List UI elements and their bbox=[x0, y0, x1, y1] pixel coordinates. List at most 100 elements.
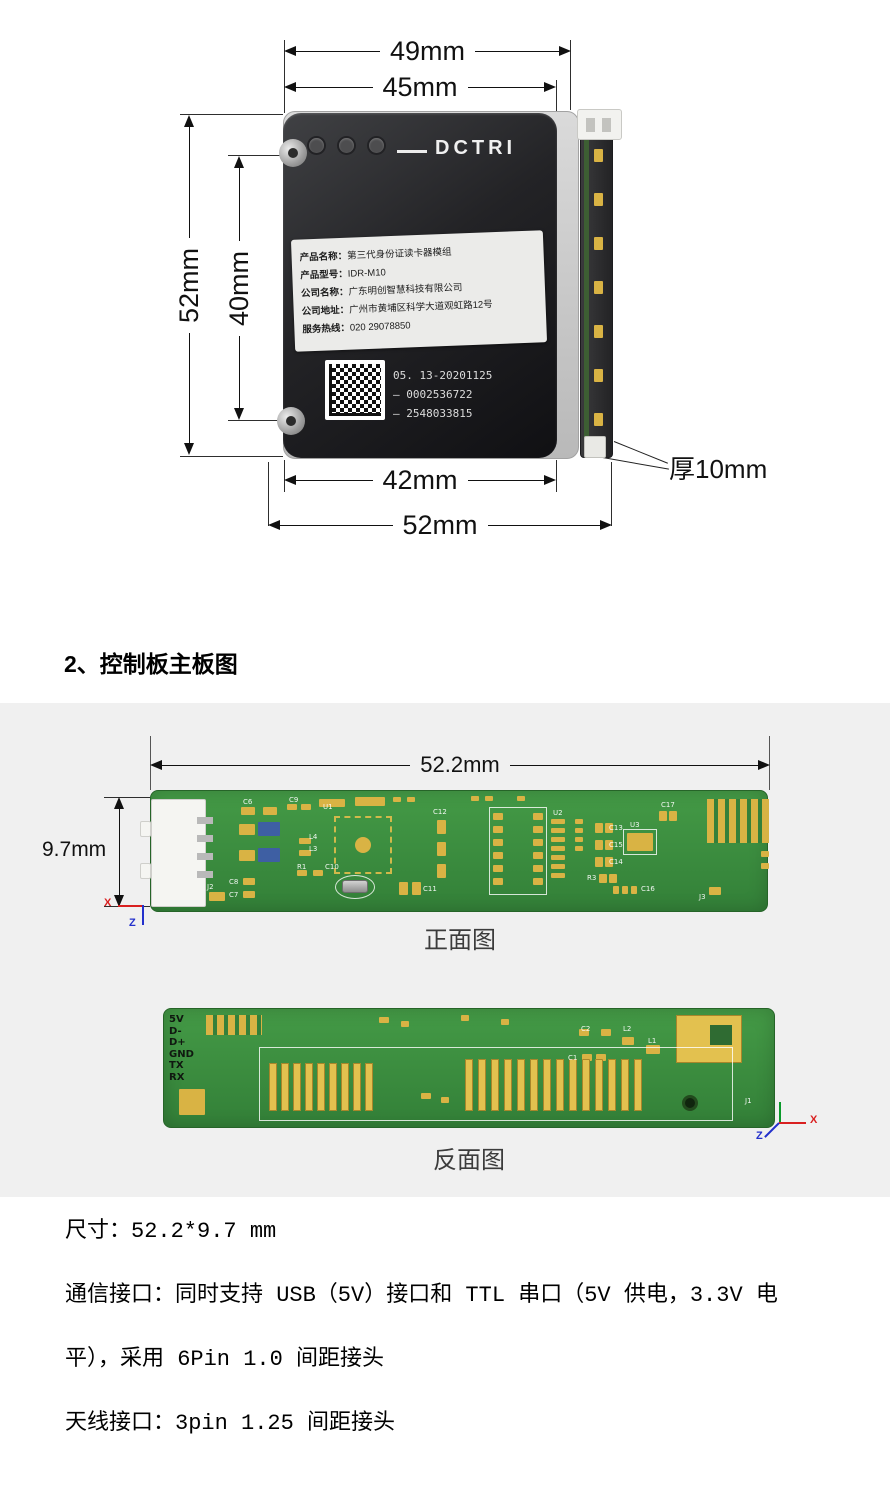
dim-label: 49mm bbox=[390, 36, 466, 66]
brand-dash bbox=[397, 150, 427, 153]
castellated-pad bbox=[530, 1059, 538, 1111]
pcb-pad bbox=[493, 826, 503, 833]
pcb-pad bbox=[599, 874, 607, 883]
dim-label: 52.2mm bbox=[420, 752, 500, 777]
dim-line bbox=[509, 764, 759, 766]
extension-line bbox=[228, 155, 290, 156]
x-axis-label: X bbox=[104, 897, 112, 909]
pcb-pad bbox=[493, 865, 503, 872]
arrowhead bbox=[544, 475, 557, 485]
pcb-pad bbox=[579, 1029, 589, 1036]
pcb-pad bbox=[239, 824, 255, 835]
dim-line bbox=[238, 335, 240, 409]
dim-49mm: 49mm bbox=[284, 36, 572, 66]
pcb-pad bbox=[179, 1089, 205, 1115]
silkscreen-ref: C17 bbox=[661, 801, 675, 809]
pcb-pad bbox=[623, 829, 657, 855]
pcb-pad bbox=[140, 863, 151, 879]
silkscreen-ref: C6 bbox=[243, 798, 253, 806]
castellated-pad bbox=[329, 1063, 337, 1111]
product-label: 产品名称：第三代身份证读卡器模组 产品型号：IDR-M10 公司名称：广东明创智… bbox=[290, 230, 548, 352]
arrowhead bbox=[758, 760, 771, 770]
spec-antenna: 天线接口：3pin 1.25 间距接头 bbox=[65, 1411, 396, 1436]
pcb-pad bbox=[551, 837, 565, 842]
dim-line bbox=[487, 524, 601, 526]
z-axis-label: Z bbox=[129, 917, 136, 929]
pcb-pad bbox=[493, 839, 503, 846]
dim-label: 52mm bbox=[402, 510, 478, 540]
pcb-pad bbox=[258, 848, 280, 862]
pcb-pad bbox=[646, 1045, 660, 1054]
silkscreen-ref: C15 bbox=[609, 841, 623, 849]
label-key: 公司名称： bbox=[300, 286, 349, 300]
pin-label-D+: D+ bbox=[169, 1037, 186, 1048]
castellated-pad bbox=[569, 1059, 577, 1111]
pin-label-GND: GND bbox=[169, 1048, 194, 1060]
dim-line bbox=[296, 86, 373, 88]
castellated-pad bbox=[621, 1059, 629, 1111]
pcb-pad bbox=[206, 1015, 262, 1035]
pcb-edge bbox=[584, 121, 589, 451]
spec-comm-line2: 平），采用 6Pin 1.0 间距接头 bbox=[65, 1347, 385, 1372]
silkscreen-ref: C8 bbox=[229, 878, 239, 886]
pcb-pad bbox=[575, 819, 583, 824]
pcb-pad bbox=[551, 873, 565, 878]
dim-52mm-vertical: 52mm bbox=[174, 115, 204, 456]
dim-line bbox=[475, 50, 560, 52]
extension-line bbox=[284, 40, 285, 113]
silkscreen-ref: R1 bbox=[297, 863, 307, 871]
pcb-pad bbox=[605, 840, 613, 850]
silkscreen-ref: R3 bbox=[587, 874, 597, 882]
pcb-pad bbox=[493, 852, 503, 859]
pcb-pad bbox=[609, 874, 617, 883]
pcb-pad bbox=[595, 823, 603, 833]
extension-line bbox=[556, 80, 557, 113]
dim-line bbox=[238, 168, 240, 241]
connector-slot bbox=[602, 118, 611, 132]
pcb-pad bbox=[151, 799, 206, 907]
dim-line bbox=[467, 86, 545, 88]
extension-line bbox=[104, 797, 150, 798]
pcb-pad bbox=[399, 882, 408, 895]
pcb-pad bbox=[299, 838, 311, 844]
arrowhead bbox=[600, 520, 613, 530]
pcb-pad bbox=[761, 863, 769, 869]
pcb-pad bbox=[659, 811, 667, 821]
pcb-pad bbox=[401, 1021, 409, 1027]
pcb-pad bbox=[533, 865, 543, 872]
pcb-pad bbox=[501, 1019, 509, 1025]
silkscreen-ref: U1 bbox=[323, 803, 333, 811]
x-axis-line bbox=[118, 905, 142, 907]
pcb-pad bbox=[355, 837, 371, 853]
castellated-pad bbox=[517, 1059, 525, 1111]
pcb-pad bbox=[334, 816, 392, 874]
pcb-pad bbox=[596, 1054, 606, 1061]
dim-line bbox=[467, 479, 545, 481]
dim-label: 45mm bbox=[382, 72, 458, 102]
edge-contact bbox=[594, 193, 603, 206]
y-axis-line bbox=[779, 1102, 781, 1122]
pcb-pad bbox=[595, 857, 603, 867]
label-key: 服务热线： bbox=[302, 322, 351, 336]
arrowhead bbox=[559, 46, 572, 56]
silkscreen-ref: C1 bbox=[568, 1054, 578, 1062]
pcb-pad bbox=[412, 882, 421, 895]
silkscreen-ref: C11 bbox=[423, 885, 437, 893]
x-axis-line bbox=[779, 1122, 806, 1124]
pcb-pad bbox=[342, 880, 368, 893]
label-key: 产品名称： bbox=[299, 250, 348, 264]
pcb-pad bbox=[209, 892, 225, 901]
pcb-pad bbox=[551, 828, 565, 833]
pcb-pad bbox=[197, 835, 213, 842]
pcb-pad bbox=[533, 878, 543, 885]
pcb-pad bbox=[551, 819, 565, 824]
arrowhead bbox=[268, 520, 280, 530]
arrowhead bbox=[284, 82, 296, 92]
castellated-pad bbox=[293, 1063, 301, 1111]
dim-thickness-label: 厚10mm bbox=[669, 454, 768, 484]
pcb-pad bbox=[493, 878, 503, 885]
castellated-pad bbox=[504, 1059, 512, 1111]
label-value: 广东明创智慧科技有限公司 bbox=[348, 282, 463, 298]
